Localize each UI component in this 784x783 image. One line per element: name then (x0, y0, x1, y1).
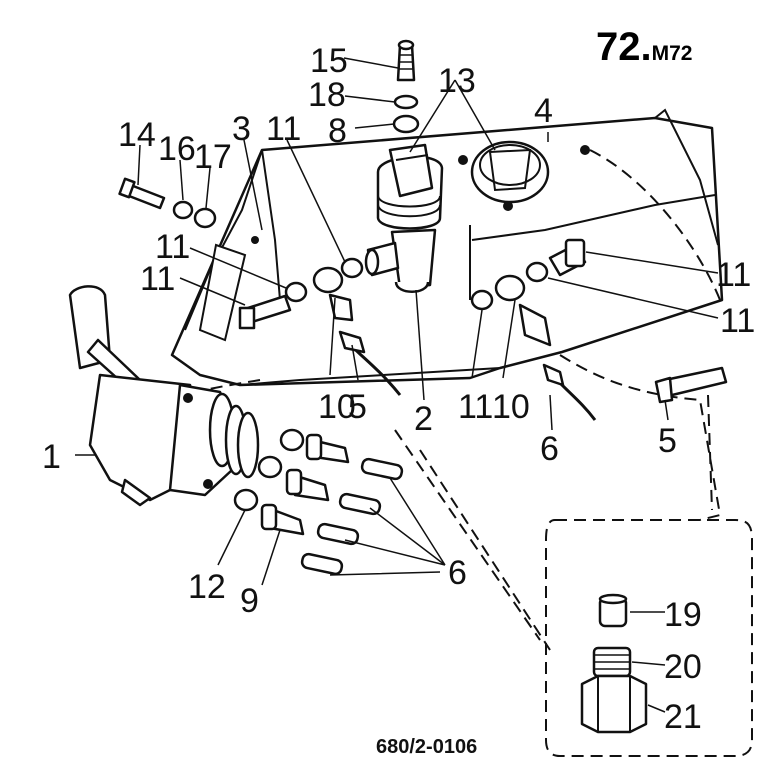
leader-to-detail (419, 449, 551, 651)
callout-5-right: 5 (658, 422, 677, 460)
contour-line-right (589, 149, 721, 301)
page-reference-code: M72 (652, 42, 693, 65)
callout-12: 12 (188, 568, 226, 606)
fitting-10-right (548, 238, 587, 277)
callout-9-left: 10 (318, 388, 356, 426)
nipple-20 (592, 646, 632, 678)
leader-to-detail-2 (394, 429, 541, 641)
callout-9-right: 10 (492, 388, 530, 426)
hand-brake-valve (68, 285, 260, 507)
callout-10-right: 11 (716, 256, 751, 294)
callout-19: 19 (664, 596, 702, 634)
fitting-10-left (238, 294, 292, 330)
drawing-number: 680/2-0106 (376, 736, 477, 758)
leader-to-detail-3 (707, 394, 713, 511)
callout-11-left: 11 (155, 228, 190, 266)
washer-8 (392, 114, 420, 134)
nut-21 (580, 674, 648, 734)
callout-18: 18 (308, 76, 346, 114)
contour-line-bottom (559, 354, 722, 521)
callout-13: 13 (438, 62, 476, 100)
callout-16: 16 (158, 130, 196, 168)
callout-5-left: 5 (348, 388, 367, 426)
callout-21: 21 (664, 698, 702, 736)
page-reference-number: 72. (596, 25, 652, 69)
callout-15: 15 (310, 42, 348, 80)
leader-lines (75, 57, 719, 713)
detail-box (545, 519, 753, 757)
bolt-15 (396, 39, 416, 82)
washer-16 (172, 200, 194, 220)
valve-cap (470, 140, 550, 211)
callout-11-bottom: 11 (458, 388, 493, 426)
contour-line-left (184, 379, 261, 396)
bolt-14 (118, 177, 166, 210)
washer-17 (193, 207, 217, 229)
callout-2: 2 (414, 400, 433, 438)
callout-10-left: 11 (140, 260, 175, 298)
page-reference: 72.M72 (596, 25, 692, 69)
callout-20: 20 (664, 648, 702, 686)
callout-labels: 15 18 8 13 4 14 16 17 3 11 11 11 10 5 2 … (42, 42, 755, 736)
callout-14: 14 (118, 116, 156, 154)
callout-8: 8 (328, 112, 347, 150)
callout-7: 9 (240, 582, 259, 620)
mounting-plate (170, 108, 724, 387)
seal-ring-11-left (284, 281, 308, 303)
callout-17: 17 (194, 138, 232, 176)
pipe-union-right (518, 303, 552, 347)
callout-4: 4 (534, 92, 553, 130)
banjo-9-left (312, 266, 344, 294)
check-valve (364, 143, 444, 293)
callout-11-top: 11 (266, 110, 301, 148)
seal-ring-11-upper (340, 257, 364, 279)
callout-6-left: 6 (448, 554, 467, 592)
callout-3: 3 (232, 110, 251, 148)
banjo-9-right (494, 274, 526, 302)
plugs-6 (300, 457, 404, 576)
pipe-5-right (654, 366, 728, 404)
callout-6-right: 6 (540, 430, 559, 468)
seal-ring-11-right (525, 261, 549, 283)
washer-18 (393, 94, 419, 110)
callout-1: 1 (42, 438, 61, 476)
plug-19 (598, 593, 628, 628)
seal-ring-11-mid (470, 289, 494, 311)
fittings-7 (233, 428, 350, 536)
callout-11-right: 11 (720, 302, 755, 340)
